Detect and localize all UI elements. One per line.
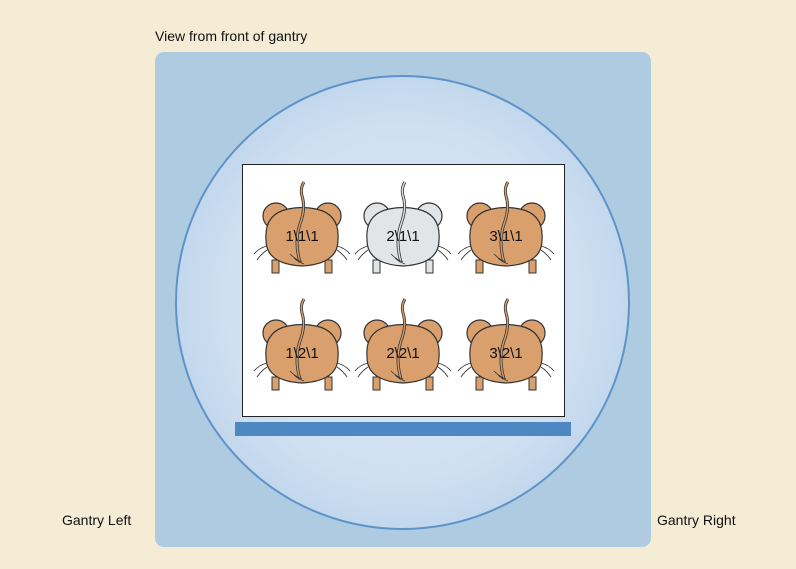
mouse-icon bbox=[457, 181, 555, 274]
mouse-label: 1\2\1 bbox=[285, 345, 319, 362]
mouse-slot-3-2-1[interactable]: 3\2\1 bbox=[456, 295, 556, 400]
gantry-right-label: Gantry Right bbox=[657, 512, 736, 528]
mouse-label: 2\2\1 bbox=[386, 345, 420, 362]
mouse-slot-2-1-1[interactable]: 2\1\1 bbox=[353, 178, 453, 283]
mouse-label: 1\1\1 bbox=[285, 228, 319, 245]
mouse-icon bbox=[253, 181, 351, 274]
mouse-label: 3\2\1 bbox=[489, 345, 523, 362]
view-title: View from front of gantry bbox=[155, 28, 308, 44]
mouse-label: 3\1\1 bbox=[489, 228, 523, 245]
mouse-slot-3-1-1[interactable]: 3\1\1 bbox=[456, 178, 556, 283]
scanner-bed bbox=[235, 422, 571, 436]
mouse-icon bbox=[457, 298, 555, 391]
mouse-slot-1-2-1[interactable]: 1\2\1 bbox=[252, 295, 352, 400]
mouse-icon bbox=[354, 181, 452, 274]
mouse-label: 2\1\1 bbox=[386, 228, 420, 245]
mouse-icon bbox=[354, 298, 452, 391]
mouse-icon bbox=[253, 298, 351, 391]
mouse-slot-1-1-1[interactable]: 1\1\1 bbox=[252, 178, 352, 283]
gantry-left-label: Gantry Left bbox=[62, 512, 132, 528]
mouse-slot-2-2-1[interactable]: 2\2\1 bbox=[353, 295, 453, 400]
